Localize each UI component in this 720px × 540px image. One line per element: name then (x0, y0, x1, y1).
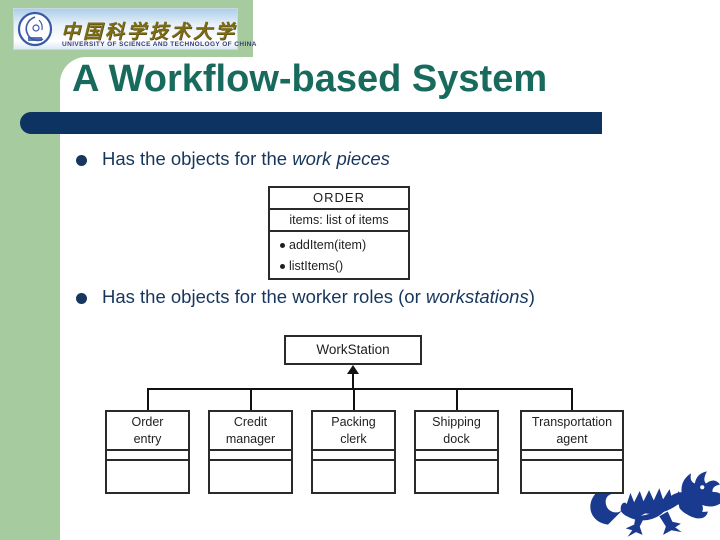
uml-class-name: ORDER (270, 188, 408, 210)
uml-class-name: Packing clerk (313, 412, 394, 451)
uml-attributes-compartment (313, 451, 394, 461)
connector-line (353, 388, 355, 411)
uml-class-attribute: items: list of items (270, 210, 408, 232)
bullet-icon (76, 293, 87, 304)
bullet-text: Has the objects for the (102, 148, 293, 169)
uml-class-name: Shipping dock (416, 412, 497, 451)
uml-class-credit-manager: Credit manager (208, 410, 293, 494)
uml-operation-label: addItem(item) (289, 238, 367, 252)
uml-operations-compartment (313, 461, 394, 492)
uml-class-name-label: Credit manager (225, 414, 276, 446)
uml-attributes-compartment (210, 451, 291, 461)
university-name-cn: 中国科学技术大学 (61, 22, 238, 43)
connector-line (456, 388, 458, 411)
bullet-text: ) (528, 286, 535, 307)
uml-class-operations: addItem(item) listItems() (270, 232, 408, 273)
uml-operation-label: listItems() (289, 259, 344, 273)
connector-line (147, 388, 573, 390)
uml-class-name: Transportation agent (522, 412, 622, 451)
uml-class-order-entry: Order entry (105, 410, 190, 494)
generalization-arrow-icon (347, 365, 359, 374)
connector-line (147, 388, 149, 411)
uml-attributes-compartment (107, 451, 188, 461)
uml-class-name-label: Packing clerk (331, 414, 376, 446)
uml-class-workstation: WorkStation (284, 335, 422, 365)
page-title: A Workflow-based System (72, 58, 548, 100)
uml-operations-compartment (210, 461, 291, 492)
ustc-emblem-icon (17, 11, 53, 47)
bullet-icon (280, 263, 285, 269)
bullet-text-italic: work pieces (292, 148, 390, 169)
uml-class-name-label: Order entry (131, 414, 164, 446)
bullet-item: Has the objects for the work pieces (102, 148, 390, 170)
uml-class-shipping-dock: Shipping dock (414, 410, 499, 494)
university-name-en: UNIVERSITY OF SCIENCE AND TECHNOLOGY OF … (62, 41, 257, 48)
uml-class-packing-clerk: Packing clerk (311, 410, 396, 494)
uml-class-transportation-agent: Transportation agent (520, 410, 624, 494)
uml-operations-compartment (522, 461, 622, 492)
connector-line (352, 373, 354, 389)
uml-class-name-label: Transportation agent (531, 414, 613, 446)
connector-line (571, 388, 573, 411)
bullet-text: Has the objects for the worker roles (or (102, 286, 426, 307)
uml-operations-compartment (107, 461, 188, 492)
bullet-text-italic: workstations (425, 286, 529, 307)
bullet-icon (280, 242, 285, 248)
uml-class-name: Credit manager (210, 412, 291, 451)
uml-operations-compartment (416, 461, 497, 492)
uml-attributes-compartment (416, 451, 497, 461)
connector-line (250, 388, 252, 411)
bullet-icon (76, 155, 87, 166)
uml-class-order: ORDER items: list of items addItem(item)… (268, 186, 410, 280)
uml-class-name-label: Shipping dock (432, 414, 481, 446)
sidebar-accent (0, 0, 60, 540)
bullet-item: Has the objects for the worker roles (or… (102, 286, 535, 308)
uml-operation: listItems() (280, 259, 408, 273)
university-logo: 中国科学技术大学 UNIVERSITY OF SCIENCE AND TECHN… (13, 8, 256, 50)
uml-operation: addItem(item) (280, 238, 408, 252)
uml-attributes-compartment (522, 451, 622, 461)
uml-class-name: Order entry (107, 412, 188, 451)
dragon-icon (590, 471, 720, 537)
title-accent-bar (20, 112, 602, 134)
